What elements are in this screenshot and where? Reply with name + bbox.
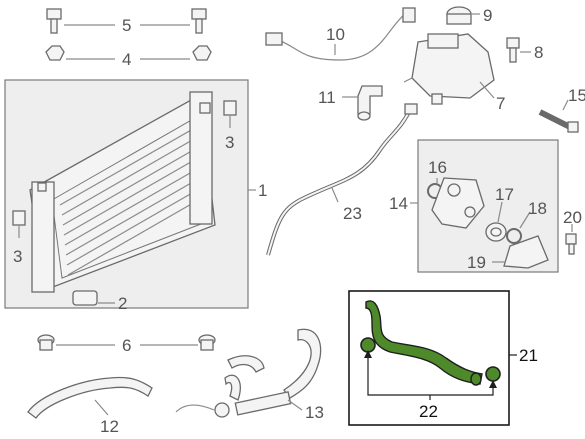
water-outlet-19[interactable] xyxy=(503,235,549,269)
leader-15 xyxy=(562,99,569,111)
callout-1[interactable]: 1 xyxy=(258,181,267,200)
bolt-5-right[interactable] xyxy=(191,8,207,34)
grommet-6-left[interactable] xyxy=(37,334,55,351)
callout-3a[interactable]: 3 xyxy=(225,133,234,152)
bolt-20[interactable] xyxy=(565,233,577,255)
seal-18[interactable] xyxy=(506,228,522,244)
reservoir-cap[interactable] xyxy=(446,6,472,25)
bolt-15[interactable] xyxy=(538,109,579,133)
callout-20[interactable]: 20 xyxy=(563,208,582,227)
arrow-22-right xyxy=(489,380,497,388)
callout-18[interactable]: 18 xyxy=(528,199,547,218)
callout-7[interactable]: 7 xyxy=(496,94,505,113)
hose-12[interactable] xyxy=(27,376,153,419)
leader-18 xyxy=(519,211,531,229)
fitting-11[interactable] xyxy=(357,85,383,121)
thermostat-17[interactable] xyxy=(485,222,507,242)
coolant-reservoir[interactable] xyxy=(403,33,495,105)
bolt-8[interactable] xyxy=(506,37,520,63)
coolant-tube-23[interactable] xyxy=(266,103,418,256)
leader-13 xyxy=(287,399,303,411)
callout-3b[interactable]: 3 xyxy=(13,247,22,266)
nut-4-left[interactable] xyxy=(45,45,65,61)
callout-4[interactable]: 4 xyxy=(122,50,131,69)
clamp-22-right[interactable] xyxy=(485,366,501,382)
clip-3-bottom[interactable] xyxy=(12,210,26,226)
leader-17 xyxy=(497,201,503,223)
callout-9[interactable]: 9 xyxy=(483,6,492,25)
arrow-22-left xyxy=(364,350,372,358)
callout-6[interactable]: 6 xyxy=(122,336,131,355)
callout-11[interactable]: 11 xyxy=(318,88,336,107)
callout-12[interactable]: 12 xyxy=(100,417,119,436)
callout-10[interactable]: 10 xyxy=(326,25,345,44)
callout-21[interactable]: 21 xyxy=(519,346,538,365)
callout-16[interactable]: 16 xyxy=(428,158,447,177)
callout-15[interactable]: 15 xyxy=(568,86,585,105)
callout-14[interactable]: 14 xyxy=(389,194,408,213)
callout-23[interactable]: 23 xyxy=(343,204,362,223)
callout-8[interactable]: 8 xyxy=(534,43,543,62)
clamp-22-left[interactable] xyxy=(360,337,376,353)
callout-5[interactable]: 5 xyxy=(122,16,131,35)
bolt-5-left[interactable] xyxy=(46,8,62,34)
nut-4-right[interactable] xyxy=(192,45,212,61)
hose-assembly-13[interactable] xyxy=(175,328,322,418)
grommet-6-right[interactable] xyxy=(198,334,216,351)
callout-22[interactable]: 22 xyxy=(419,402,438,421)
thermostat-housing[interactable] xyxy=(431,177,485,229)
radiator-hose-21[interactable] xyxy=(365,300,483,386)
leader-23 xyxy=(331,187,339,203)
callout-2[interactable]: 2 xyxy=(118,294,127,313)
radiator[interactable] xyxy=(29,91,216,293)
drain-plug[interactable] xyxy=(72,290,98,306)
callout-13[interactable]: 13 xyxy=(305,403,324,422)
leader-7 xyxy=(479,81,495,99)
leader-12 xyxy=(94,399,109,416)
callout-19[interactable]: 19 xyxy=(467,253,486,272)
sensor-line-10[interactable] xyxy=(265,7,416,61)
clip-3-top[interactable] xyxy=(223,100,237,116)
callout-17[interactable]: 17 xyxy=(495,185,514,204)
